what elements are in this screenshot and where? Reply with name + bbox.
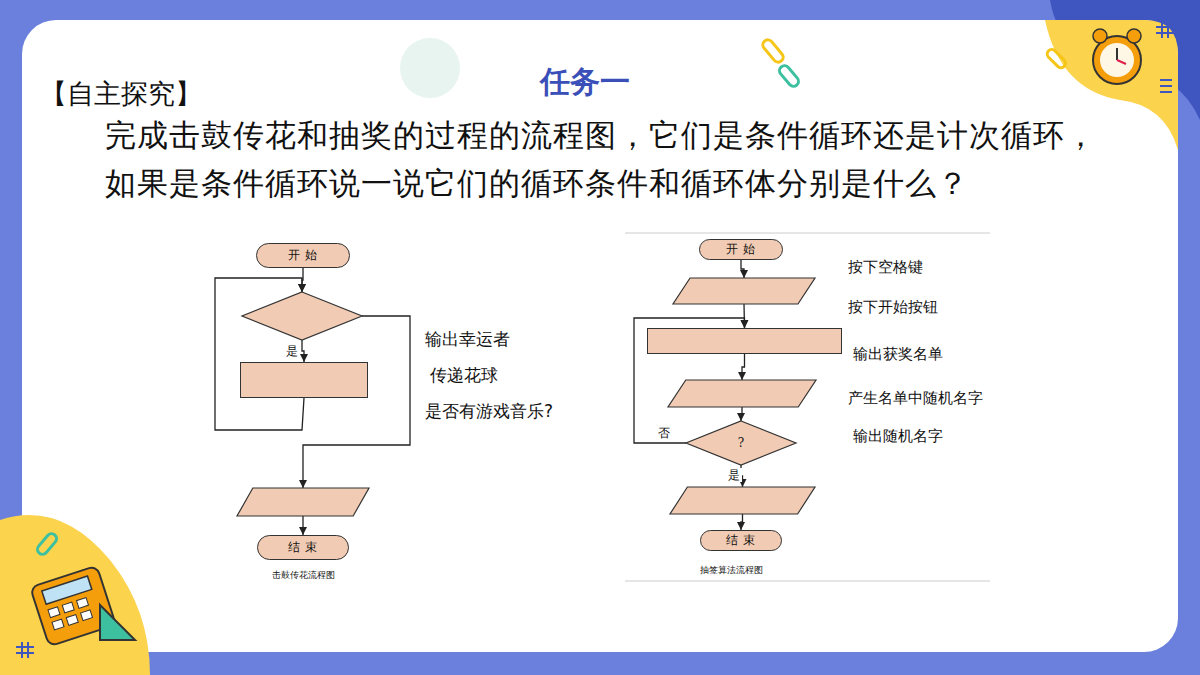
process-box [647,328,842,354]
pale-circle [400,38,460,98]
edge-label: 否 [656,426,672,440]
shape-outline [673,278,815,304]
question-text: 完成击鼓传花和抽奖的过程的流程图，它们是条件循环还是计次循环，如果是条件循环说一… [105,111,1125,207]
flow-connector [741,260,744,278]
flow-connector [741,514,743,530]
menu-lines [1160,80,1172,92]
option-text: 产生名单中随机名字 [848,389,983,408]
terminator-box: 结 束 [700,530,782,551]
frame-line [625,233,990,234]
yellow-blob [0,515,150,675]
terminator-box: 开 始 [256,243,350,268]
node-text: 结 束 [288,539,319,556]
option-text: 输出随机名字 [853,427,943,446]
shape-outline [668,380,816,407]
section-heading: 【自主探究】 [40,76,202,112]
option-text: 按下开始按钮 [848,298,938,317]
node-text: 开 始 [726,241,757,258]
flow-connector [302,516,303,535]
flow-connector [303,316,410,488]
shape-outline [242,292,362,340]
hash-mark [16,22,1174,658]
white-panel [22,20,1178,652]
option-text: 输出幸运者 [425,328,510,351]
edge-label: 是 [726,468,742,482]
frame-line [625,581,990,582]
node-text: 开 始 [288,247,319,264]
shape-outline [237,488,369,516]
calculator-icon [30,566,135,647]
io-parallelogram [237,488,369,516]
terminator-box: 开 始 [699,239,783,260]
alarm-clock [1093,29,1141,84]
shape-outline [670,487,815,514]
io-parallelogram [670,487,815,514]
flow-connector [742,354,745,380]
paperclip [35,38,1067,557]
option-text: 按下空格键 [848,258,923,277]
option-text: 输出获奖名单 [853,345,943,364]
io-parallelogram [673,278,815,304]
chart-caption: 击鼓传花流程图 [272,569,335,582]
decision-diamond [242,292,362,340]
flow-connector [302,340,304,362]
decision-diamond: ? [686,421,796,465]
io-parallelogram [668,380,816,407]
node-text: 结 束 [726,532,757,549]
option-text: 传递花球 [430,364,498,387]
process-box [240,362,368,398]
flow-connector [741,407,742,421]
node-text: ? [738,436,744,450]
terminator-box: 结 束 [257,535,349,560]
chart-caption: 抽签算法流程图 [700,564,763,577]
edge-label: 是 [284,344,300,358]
option-text: 是否有游戏音乐? [425,400,553,423]
